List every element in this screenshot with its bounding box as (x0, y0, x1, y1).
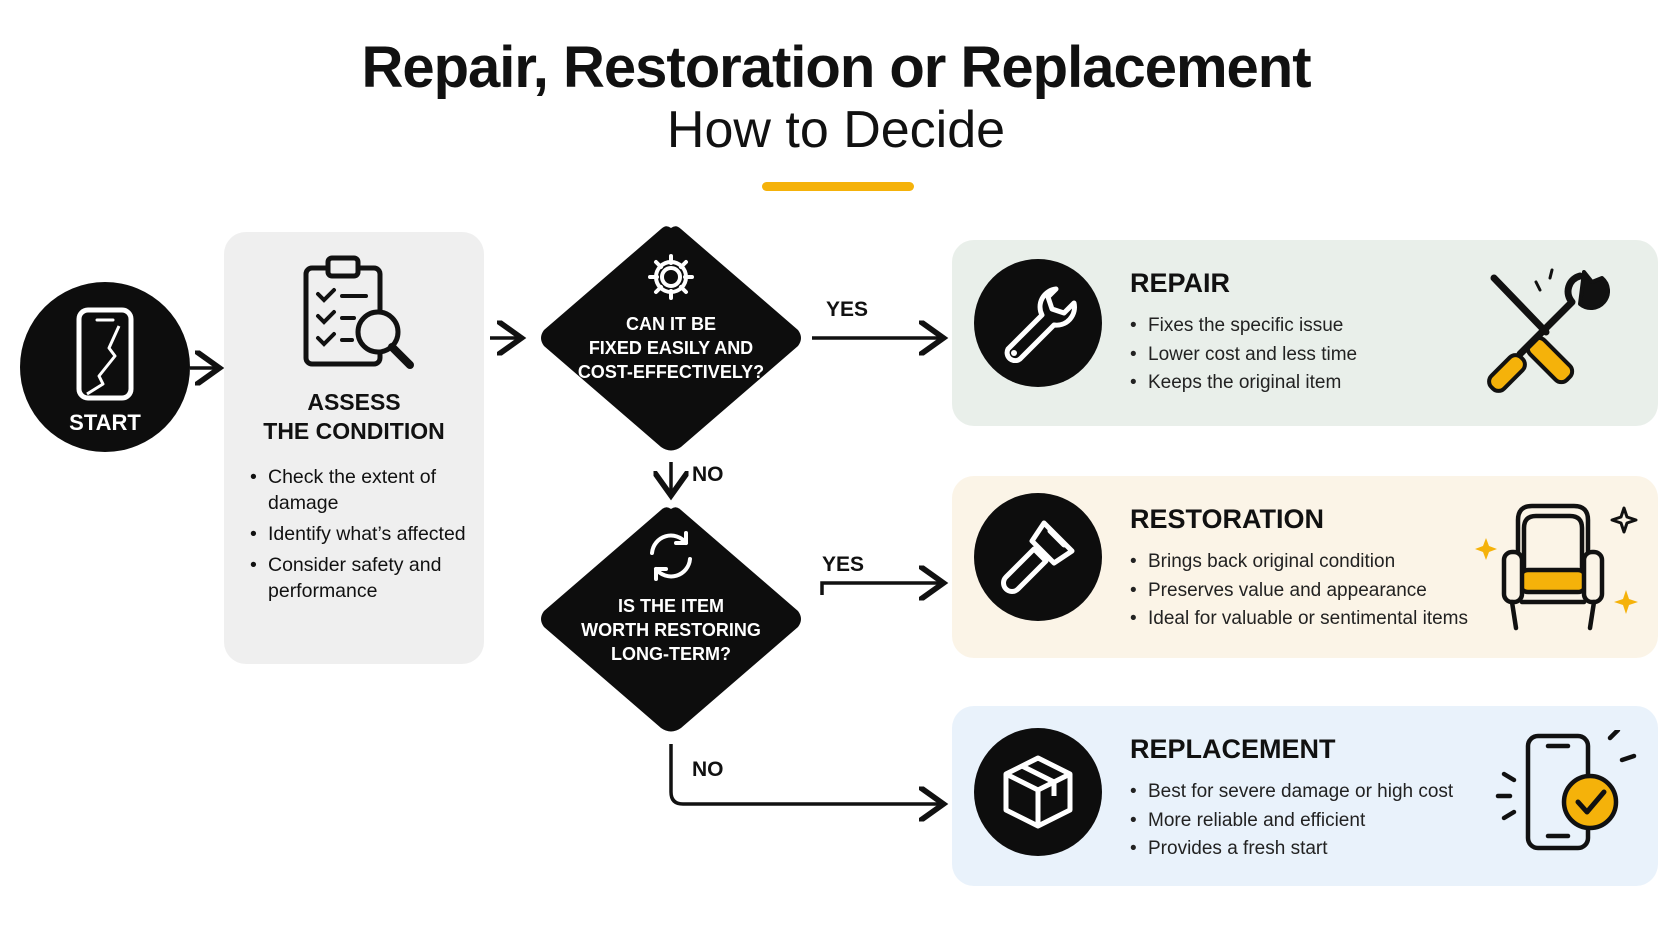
gear-icon (648, 254, 694, 300)
list-item: Best for severe damage or high cost (1130, 778, 1453, 807)
paintbrush-icon-circle (974, 493, 1102, 621)
wrench-icon (1004, 286, 1077, 363)
outcome-card-repair: REPAIR Fixes the specific issue Lower co… (952, 240, 1658, 426)
outcome-card-restoration: RESTORATION Brings back original conditi… (952, 476, 1658, 658)
repair-title: REPAIR (1130, 268, 1231, 298)
box-icon-circle (974, 728, 1102, 856)
decision2-yes-label: YES (822, 553, 865, 576)
list-item: Consider safety and performance (250, 552, 480, 604)
list-item: Fixes the specific issue (1130, 312, 1357, 341)
list-item: More reliable and efficient (1130, 807, 1453, 836)
cracked-phone-icon (76, 307, 134, 401)
decision1-no-label: NO (692, 463, 724, 486)
list-item: Provides a fresh start (1130, 835, 1453, 864)
list-item: Brings back original condition (1130, 548, 1468, 577)
assess-condition-box: ASSESS THE CONDITION Check the extent of… (224, 232, 484, 664)
arrow-decision2-yes (820, 583, 940, 595)
decision-fix-easily: CAN IT BE FIXED EASILY AND COST-EFFECTIV… (536, 222, 806, 452)
replacement-bullets: Best for severe damage or high cost More… (1130, 778, 1453, 864)
restoration-bullets: Brings back original condition Preserves… (1130, 548, 1468, 634)
wrench-icon-circle (974, 259, 1102, 387)
decision1-yes-label: YES (826, 298, 869, 321)
armchair-sparkle-icon (1475, 503, 1638, 631)
refresh-icon (650, 531, 692, 581)
list-item: Lower cost and less time (1130, 341, 1357, 370)
list-item: Preserves value and appearance (1130, 577, 1468, 606)
decision2-no-label: NO (692, 758, 724, 781)
list-item: Check the extent of damage (250, 464, 480, 516)
replacement-title: REPLACEMENT (1130, 734, 1336, 764)
list-item: Identify what’s affected (250, 521, 480, 547)
phone-check-icon (1495, 730, 1637, 851)
title-underline (762, 182, 914, 191)
clipboard-magnifier-icon (303, 255, 414, 369)
decision2-question: IS THE ITEM WORTH RESTORING LONG-TERM? (581, 596, 761, 664)
assess-bullets: Check the extent of damage Identify what… (250, 464, 480, 609)
list-item: Ideal for valuable or sentimental items (1130, 605, 1468, 634)
start-label: START (69, 410, 141, 435)
decision-worth-restoring: IS THE ITEM WORTH RESTORING LONG-TERM? (536, 503, 806, 733)
restoration-title: RESTORATION (1130, 504, 1325, 534)
start-node: START (20, 282, 190, 452)
repair-bullets: Fixes the specific issue Lower cost and … (1130, 312, 1357, 398)
outcome-card-replacement: REPLACEMENT Best for severe damage or hi… (952, 706, 1658, 886)
assess-title: ASSESS THE CONDITION (263, 389, 445, 444)
arrow-decision2-no (669, 744, 940, 804)
page-title: Repair, Restoration or Replacement (361, 35, 1311, 100)
page-subtitle: How to Decide (666, 101, 1006, 159)
decision1-question: CAN IT BE FIXED EASILY AND COST-EFFECTIV… (577, 314, 765, 382)
box-icon (1003, 755, 1073, 829)
list-item: Keeps the original item (1130, 369, 1357, 398)
paintbrush-icon (1001, 520, 1075, 594)
crossed-tools-icon (1487, 268, 1610, 393)
